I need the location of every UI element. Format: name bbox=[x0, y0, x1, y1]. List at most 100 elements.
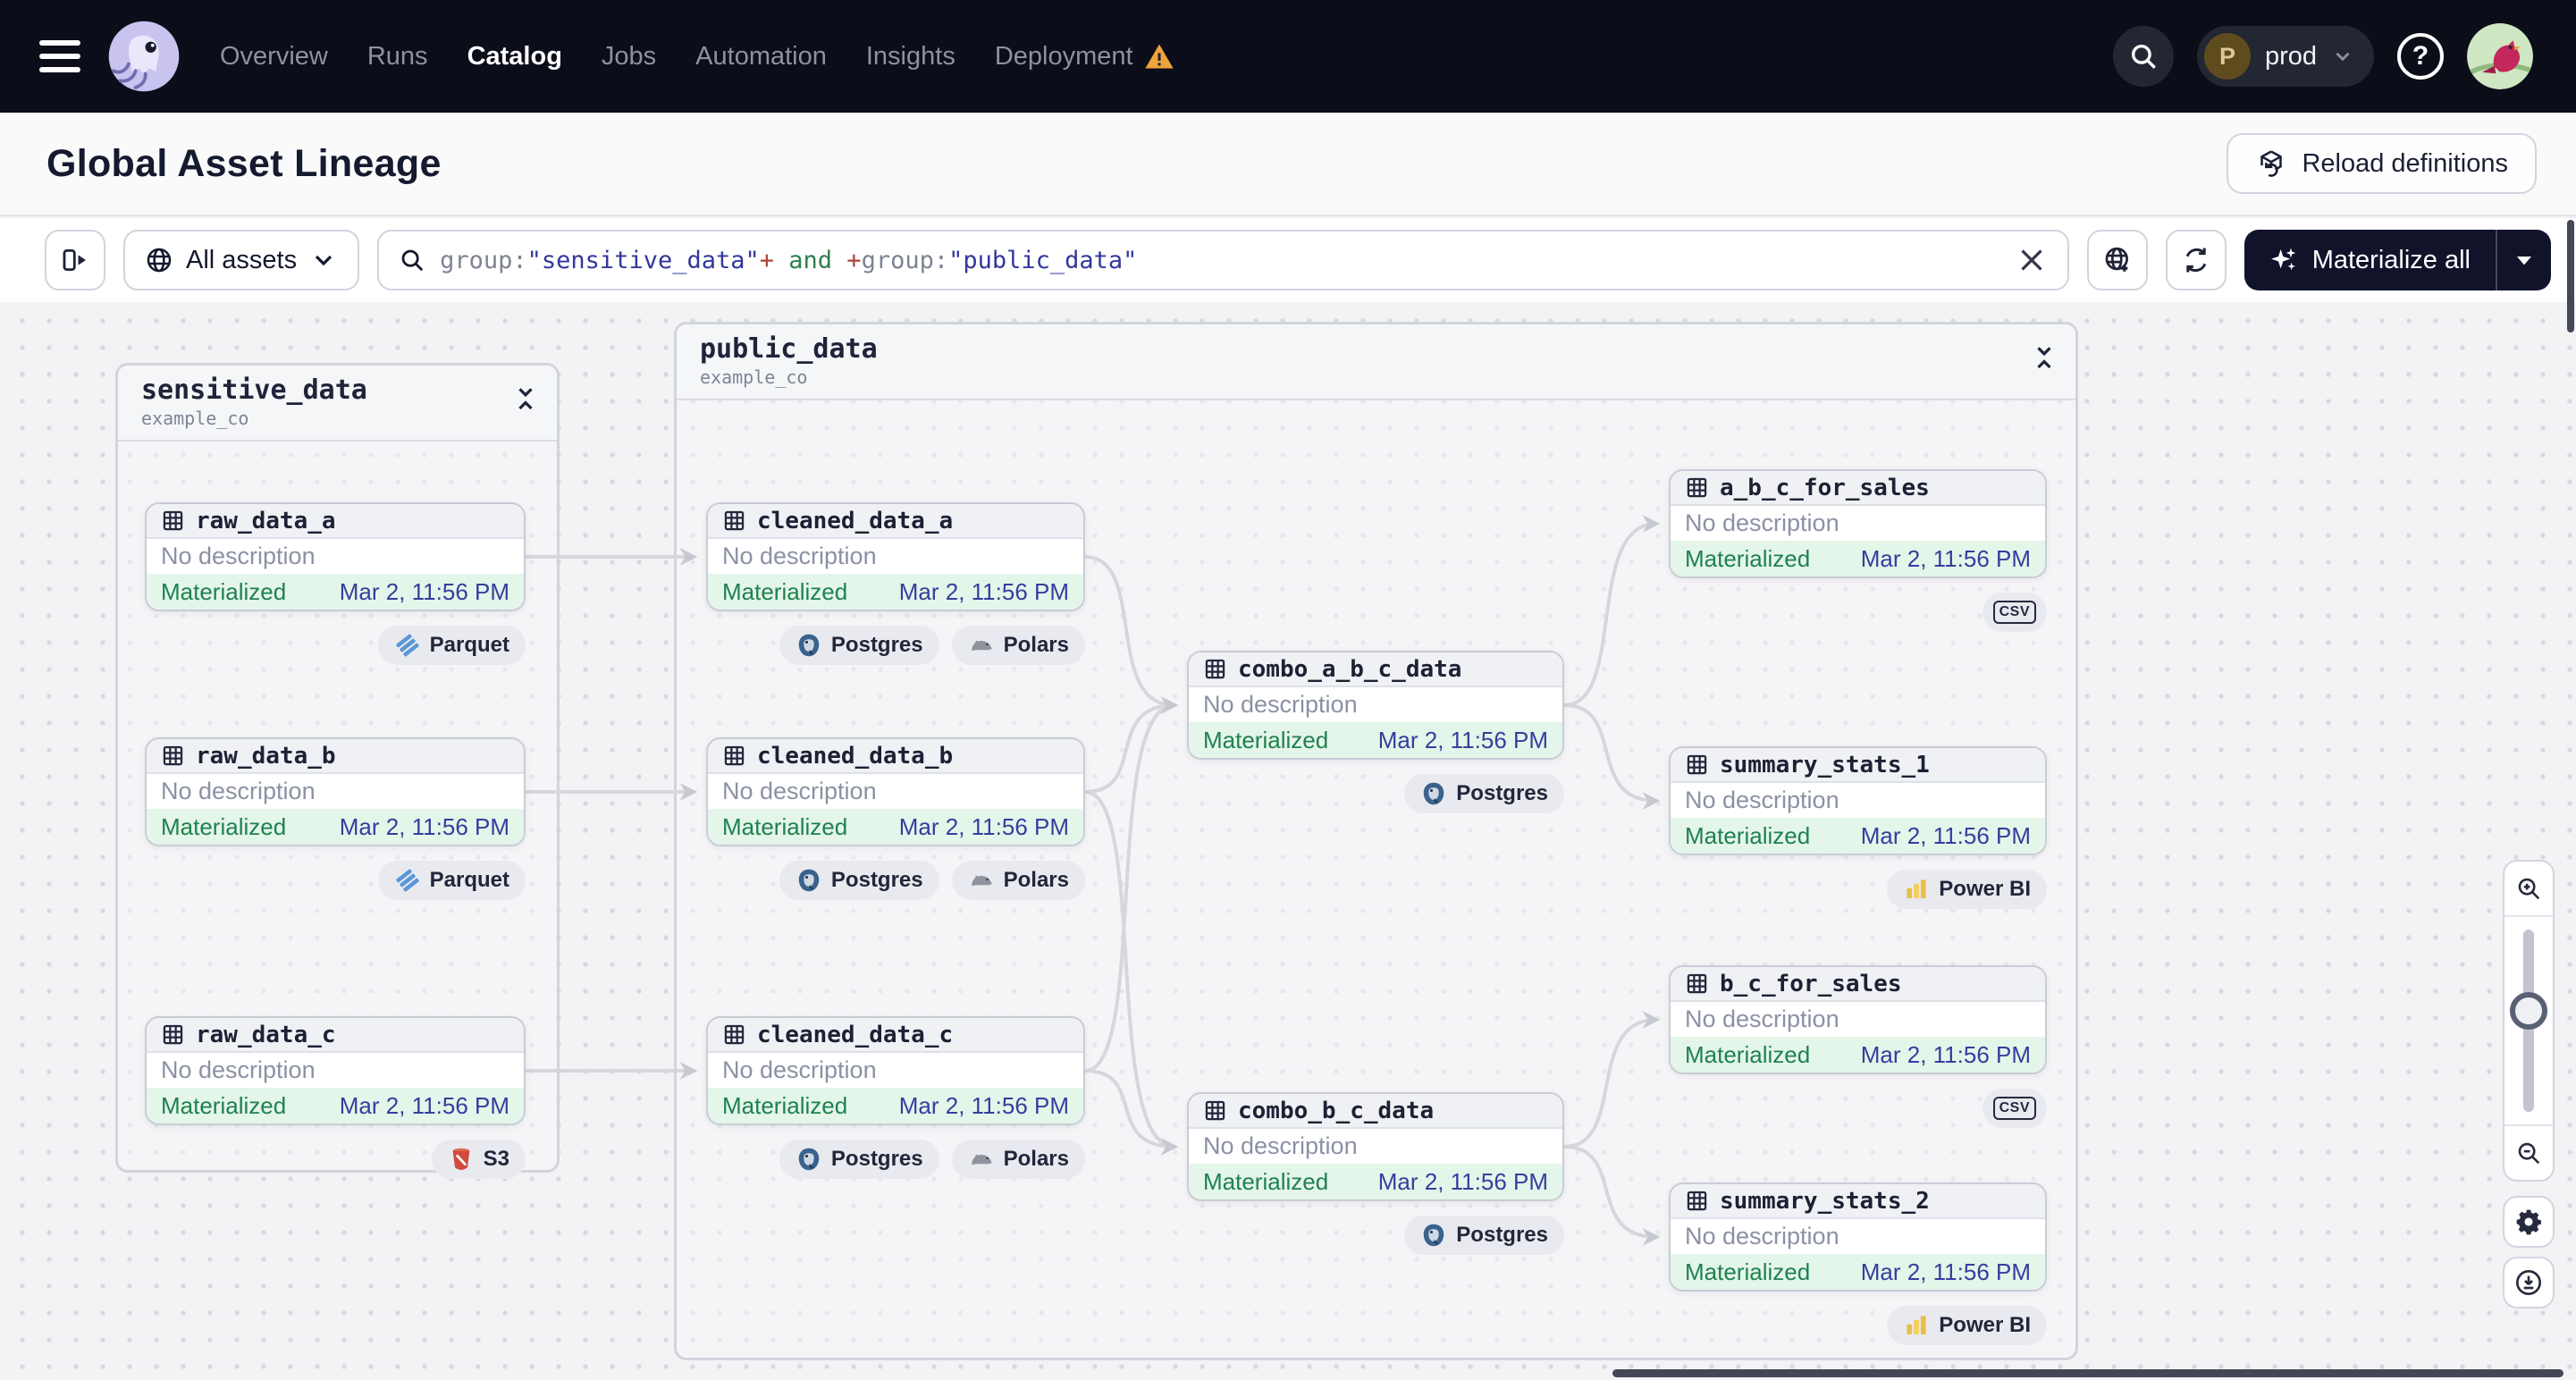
query-token: "public_data" bbox=[948, 246, 1138, 274]
kind-tag-label: Power BI bbox=[1939, 1313, 2031, 1337]
table-icon bbox=[1685, 475, 1709, 500]
materialized-badge: Materialized bbox=[1203, 1167, 1329, 1195]
kind-tag-label: Parquet bbox=[429, 633, 509, 657]
asset-node-b_c_for_sales[interactable]: b_c_for_sales No description Materialize… bbox=[1669, 965, 2047, 1074]
nav-item-label: Automation bbox=[695, 41, 827, 71]
nav-item-insights[interactable]: Insights bbox=[866, 42, 955, 72]
kind-tag-label: Postgres bbox=[830, 633, 923, 657]
help-icon[interactable]: ? bbox=[2397, 33, 2444, 80]
zoom-slider-thumb[interactable] bbox=[2510, 992, 2547, 1030]
zoom-in-button[interactable] bbox=[2504, 862, 2553, 917]
asset-node-a_b_c_for_sales[interactable]: a_b_c_for_sales No description Materiali… bbox=[1669, 469, 2047, 578]
nav-item-deployment[interactable]: Deployment bbox=[995, 41, 1174, 72]
search-button[interactable] bbox=[2112, 26, 2174, 87]
refresh-button[interactable] bbox=[2165, 230, 2227, 290]
materialized-badge: Materialized bbox=[1685, 1258, 1811, 1285]
asset-node-header: cleaned_data_a bbox=[708, 504, 1083, 539]
collapse-group-icon[interactable] bbox=[514, 385, 537, 412]
nav-item-automation[interactable]: Automation bbox=[695, 42, 827, 72]
materialized-badge: Materialized bbox=[161, 812, 287, 840]
asset-kind-tags: Power BI bbox=[1669, 870, 2047, 909]
table-icon bbox=[722, 744, 746, 768]
asset-node-summary_stats_1[interactable]: summary_stats_1 No description Materiali… bbox=[1669, 746, 2047, 855]
search-icon bbox=[2128, 41, 2159, 72]
asset-node-combo_a_b_c_data[interactable]: combo_a_b_c_data No description Material… bbox=[1187, 651, 1564, 760]
zoom-slider[interactable] bbox=[2504, 917, 2553, 1124]
asset-node-header: summary_stats_2 bbox=[1671, 1184, 2045, 1219]
kind-tag-csv: csv bbox=[1982, 1089, 2047, 1128]
nav-item-label: Runs bbox=[366, 41, 428, 71]
graph-settings-button[interactable] bbox=[2503, 1196, 2555, 1248]
asset-node-raw_data_b[interactable]: raw_data_b No description Materialized M… bbox=[145, 737, 526, 846]
reload-definitions-label: Reload definitions bbox=[2302, 148, 2508, 178]
asset-node-raw_data_c[interactable]: raw_data_c No description Materialized M… bbox=[145, 1016, 526, 1125]
materialized-badge: Materialized bbox=[161, 1091, 287, 1119]
table-icon bbox=[1203, 657, 1227, 681]
materialized-badge: Materialized bbox=[1685, 821, 1811, 849]
user-avatar[interactable] bbox=[2467, 23, 2533, 89]
asset-node-cleaned_data_b[interactable]: cleaned_data_b No description Materializ… bbox=[706, 737, 1085, 846]
asset-kind-tags: Postgres bbox=[1187, 1216, 1564, 1255]
asset-search-input[interactable]: group:"sensitive_data"+ and +group:"publ… bbox=[377, 230, 2069, 290]
zoom-out-button[interactable] bbox=[2504, 1124, 2553, 1180]
nav-item-runs[interactable]: Runs bbox=[367, 42, 428, 72]
asset-kind-tags: csv bbox=[1669, 593, 2047, 632]
postgres-icon bbox=[1420, 1222, 1447, 1249]
polars-icon bbox=[968, 867, 995, 894]
group-header[interactable]: public_data example_co bbox=[677, 324, 2075, 400]
warning-icon bbox=[1144, 41, 1174, 72]
powerbi-icon bbox=[1903, 1312, 1930, 1339]
vertical-scrollbar-thumb[interactable] bbox=[2567, 220, 2574, 332]
asset-node-raw_data_a[interactable]: raw_data_a No description Materialized M… bbox=[145, 502, 526, 611]
nav-item-jobs[interactable]: Jobs bbox=[602, 42, 656, 72]
materialize-options-button[interactable] bbox=[2496, 230, 2551, 290]
asset-node-cleaned_data_c[interactable]: cleaned_data_c No description Materializ… bbox=[706, 1016, 1085, 1125]
powerbi-icon bbox=[1903, 876, 1930, 903]
table-icon bbox=[722, 1022, 746, 1047]
panel-expand-icon bbox=[60, 245, 90, 275]
page-title: Global Asset Lineage bbox=[46, 141, 442, 185]
deployment-switcher[interactable]: P prod bbox=[2196, 26, 2374, 87]
nav-item-label: Catalog bbox=[467, 41, 562, 71]
asset-node-combo_b_c_data[interactable]: combo_b_c_data No description Materializ… bbox=[1187, 1092, 1564, 1201]
asset-scope-filter[interactable]: All assets bbox=[123, 230, 360, 290]
query-token: group: bbox=[440, 246, 527, 274]
asset-node-header: b_c_for_sales bbox=[1671, 967, 2045, 1002]
horizontal-scrollbar-thumb[interactable] bbox=[1612, 1369, 2563, 1377]
asset-node-cleaned_data_a[interactable]: cleaned_data_a No description Materializ… bbox=[706, 502, 1085, 611]
group-header[interactable]: sensitive_data example_co bbox=[118, 366, 557, 442]
menu-icon[interactable] bbox=[39, 40, 80, 72]
kind-tag-label: S3 bbox=[483, 1147, 509, 1171]
query-token: and bbox=[774, 246, 847, 274]
asset-description: No description bbox=[1671, 783, 2045, 818]
materialized-timestamp: Mar 2, 11:56 PM bbox=[1377, 726, 1548, 753]
kind-tag-label: Postgres bbox=[1456, 781, 1548, 805]
deployment-name: prod bbox=[2264, 41, 2317, 71]
kind-tag-parquet: Parquet bbox=[377, 861, 526, 900]
asset-description: No description bbox=[1189, 1129, 1562, 1164]
group-title: public_data bbox=[700, 333, 878, 365]
materialize-all-button[interactable]: Materialize all bbox=[2244, 230, 2496, 290]
nav-item-catalog[interactable]: Catalog bbox=[467, 42, 562, 72]
reload-definitions-button[interactable]: Reload definitions bbox=[2227, 133, 2537, 194]
download-view-button[interactable] bbox=[2503, 1257, 2555, 1308]
nav-item-overview[interactable]: Overview bbox=[220, 42, 328, 72]
asset-kind-tags: Postgres bbox=[1187, 774, 1564, 813]
collapse-group-icon[interactable] bbox=[2033, 344, 2056, 371]
dagster-logo-icon[interactable] bbox=[107, 20, 181, 93]
clear-search-icon[interactable] bbox=[2016, 244, 2048, 276]
csv-icon: csv bbox=[1992, 1097, 2036, 1120]
materialized-badge: Materialized bbox=[1685, 1040, 1811, 1068]
view-groups-button[interactable] bbox=[2086, 230, 2148, 290]
nav-item-label: Jobs bbox=[601, 41, 657, 71]
parquet-icon bbox=[394, 632, 421, 659]
asset-node-summary_stats_2[interactable]: summary_stats_2 No description Materiali… bbox=[1669, 1182, 2047, 1292]
codebox-reload-icon bbox=[2255, 147, 2287, 180]
asset-node-header: raw_data_a bbox=[147, 504, 524, 539]
kind-tag-power-bi: Power BI bbox=[1887, 1306, 2047, 1345]
search-icon bbox=[399, 247, 425, 273]
expand-panel-button[interactable] bbox=[45, 230, 105, 290]
